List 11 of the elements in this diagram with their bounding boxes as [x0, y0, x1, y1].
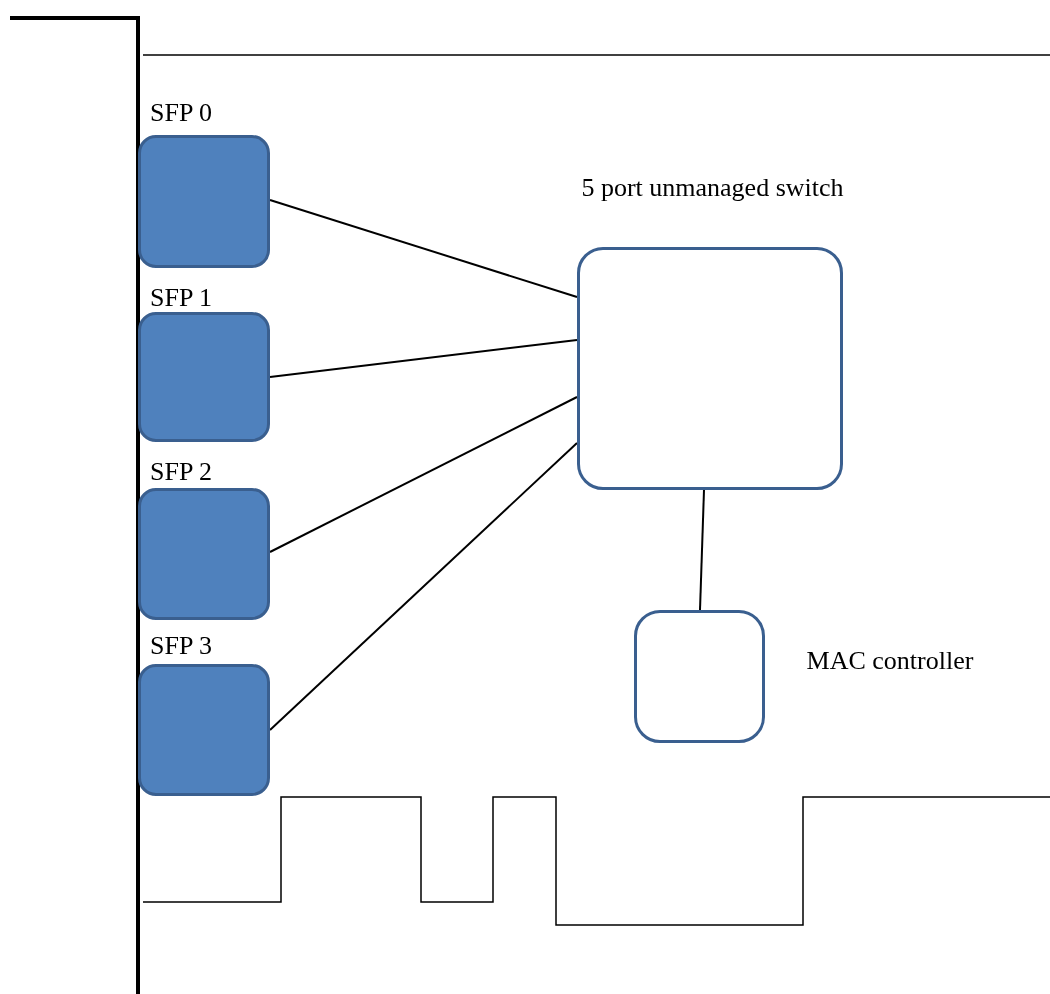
port-label: SFP 0 [150, 97, 213, 128]
port-label: SFP 1 [150, 282, 213, 313]
connector-line [269, 339, 578, 378]
component-label: MAC controller [805, 645, 975, 676]
connector-line [699, 489, 705, 611]
component-label: 5 port unmanaged switch [580, 172, 845, 203]
connector-line [269, 199, 578, 298]
port-label: SFP 2 [150, 456, 213, 487]
connector-line [269, 442, 578, 731]
port-label: SFP 3 [150, 630, 213, 661]
connector-line [269, 396, 578, 553]
